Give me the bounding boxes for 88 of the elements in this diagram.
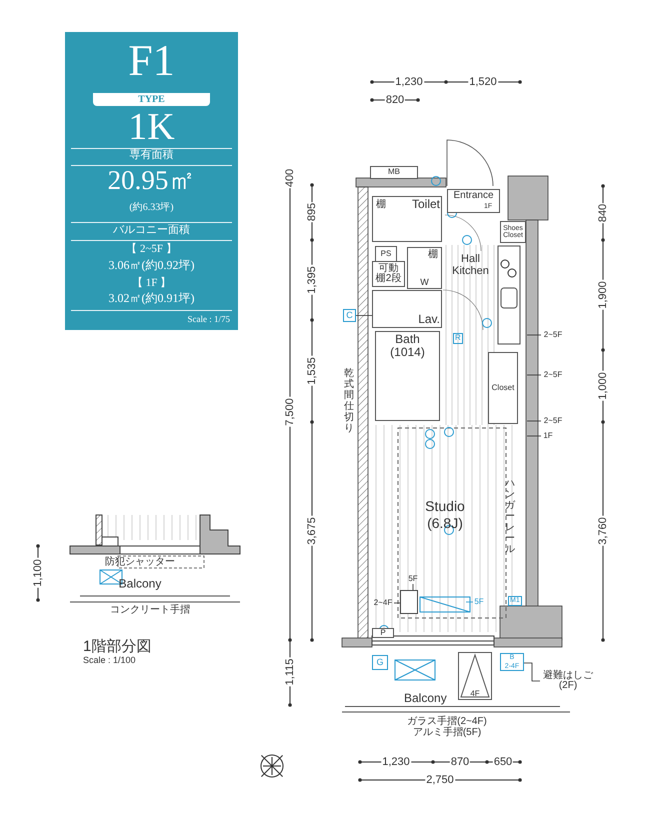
leader-line: [524, 662, 540, 682]
railing-note: コンクリート手摺: [110, 604, 190, 616]
dimension-label: 650: [492, 756, 514, 768]
room-label: 4F: [469, 688, 481, 699]
evacuation-hatch: [500, 653, 524, 671]
layout-type: 1K: [127, 108, 176, 148]
dimension-label: 1,000: [596, 371, 610, 401]
inset-title: 1階部分図: [83, 639, 152, 656]
room-label: Closet: [490, 382, 516, 394]
leader-line: [526, 334, 542, 336]
area-value: 3.06㎡(約0.92坪): [108, 259, 196, 272]
shelf: [400, 590, 418, 614]
dimension-label: 1,520: [468, 76, 498, 88]
washer-space: [407, 247, 442, 289]
dimension-label: 1,395: [306, 265, 318, 295]
room-label: 5F: [407, 574, 419, 584]
info-panel: [65, 32, 238, 330]
floor-label: 【 2~5F 】: [125, 244, 178, 256]
dimension-label: 895: [306, 202, 318, 222]
room-label: Studio: [424, 498, 466, 515]
closet: [488, 352, 518, 424]
shelf-mark: 棚: [428, 249, 438, 260]
dimension-label: 820: [384, 94, 406, 106]
dimension-label: 400: [284, 168, 296, 188]
floor-label: 【 1F 】: [130, 278, 172, 290]
area-heading: バルコニー面積: [112, 225, 191, 237]
meter-box: [370, 166, 418, 179]
dimension-label: 1,535: [306, 356, 318, 386]
dimension-label: 870: [450, 756, 470, 768]
room-label: 2~4F: [372, 598, 394, 608]
room-label: 5F: [473, 596, 485, 608]
room-label: Bath (1014): [389, 332, 426, 360]
leader-line: [356, 315, 372, 316]
room-label: G: [375, 656, 384, 668]
room-label: P: [379, 628, 387, 638]
dimension-label: 1,115: [284, 658, 296, 686]
scale-text: Scale : 1/75: [188, 315, 230, 324]
symbol-box: [372, 655, 388, 670]
room-label: Balcony: [403, 691, 448, 706]
area-note: (約6.33坪): [128, 203, 175, 214]
room-label: 避難はしご (2F): [542, 670, 594, 692]
room-label: PS: [380, 248, 392, 260]
partition-note: 乾式間仕切り: [344, 368, 354, 434]
dimension-label: 1,230: [394, 76, 424, 88]
room-label: 2~5F: [542, 416, 564, 426]
room-label: W: [419, 276, 430, 288]
dimension-label: 3,760: [596, 516, 610, 546]
room-label: 1F: [542, 430, 554, 442]
dimension-label: 1,230: [381, 756, 411, 768]
pipe-space: [375, 246, 397, 262]
type-label: TYPE: [93, 93, 210, 106]
leader-line: [394, 602, 400, 604]
room-label: Lav.: [417, 312, 441, 327]
leader-line: [526, 374, 542, 376]
shelf-mark: 棚: [376, 199, 386, 210]
dimension-label: 7,500: [284, 397, 296, 427]
dimension-label: 1,900: [596, 280, 610, 310]
scale-text: Scale : 1/100: [83, 656, 136, 666]
dimension-label: 3,675: [306, 516, 318, 546]
rail-note: ハンガーレール: [505, 478, 515, 555]
escape-hatch: [458, 652, 492, 700]
room-label: 2~5F: [542, 370, 564, 380]
toilet-room: [372, 196, 442, 242]
leader-line: [412, 584, 414, 590]
dimension-label: 2,750: [425, 774, 455, 786]
type-name: F1: [127, 38, 176, 84]
area-heading: 専有面積: [128, 150, 174, 162]
leader-line: [526, 420, 542, 422]
room-label: C: [345, 310, 354, 322]
pipe-box: [372, 628, 394, 638]
dimension-label: 1,100: [32, 558, 44, 588]
washroom: [372, 290, 442, 328]
area-label: Balcony: [118, 577, 162, 591]
area-value: 20.95㎡: [106, 166, 196, 194]
area-value: 3.02㎡(約0.91坪): [108, 292, 196, 305]
room-label: Entrance: [452, 190, 495, 202]
room-size: (6.8J): [426, 515, 464, 532]
room-label: Hall Kitchen: [451, 252, 490, 278]
symbol-label: R: [453, 333, 463, 344]
railing-note: ガラス手摺(2~4F) アルミ手摺(5F): [406, 716, 488, 738]
room-label: 2~5F: [542, 330, 564, 340]
dimension-label: 840: [596, 202, 610, 224]
entrance-area: [447, 189, 500, 213]
room-label: MB: [387, 167, 401, 178]
room-label: 可動棚2段: [374, 262, 402, 286]
bathroom: [375, 331, 440, 421]
room-label: Toilet: [410, 197, 441, 212]
shutter-note: 防犯シャッター: [105, 556, 175, 568]
